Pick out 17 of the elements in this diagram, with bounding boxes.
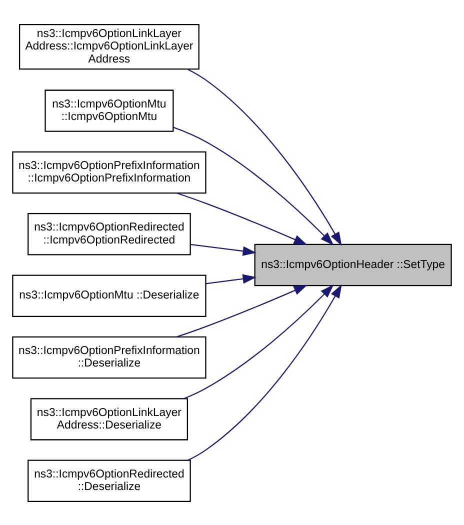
node-box: ns3::Icmpv6OptionMtu ::Deserialize xyxy=(12,274,206,316)
arrow xyxy=(206,274,256,284)
node-box: ns3::Icmpv6OptionMtu ::Icmpv6OptionMtu xyxy=(44,89,174,132)
node-box: ns3::Icmpv6OptionRedirected ::Deserialize xyxy=(28,459,191,502)
arrow xyxy=(190,243,257,256)
node-box: ns3::Icmpv6OptionHeader ::SetType xyxy=(254,243,452,286)
arrow xyxy=(184,284,334,399)
arrow xyxy=(173,126,334,245)
arrow xyxy=(188,68,342,246)
node-box: ns3::Icmpv6OptionLinkLayer Address::Icmpv6OptionLinkLayer Address xyxy=(18,24,200,70)
node-box: ns3::Icmpv6OptionPrefixInformation ::Deserialize xyxy=(12,336,206,378)
arrow xyxy=(176,284,308,337)
arrow xyxy=(188,284,342,460)
node-box: ns3::Icmpv6OptionLinkLayer Address::Deserialize xyxy=(30,398,188,440)
node-box: ns3::Icmpv6OptionPrefixInformation ::Icmpv6OptionPrefixInformation xyxy=(12,150,206,194)
arrow xyxy=(176,192,308,245)
node-box: ns3::Icmpv6OptionRedirected ::Icmpv6OptionRedirected xyxy=(28,212,191,255)
